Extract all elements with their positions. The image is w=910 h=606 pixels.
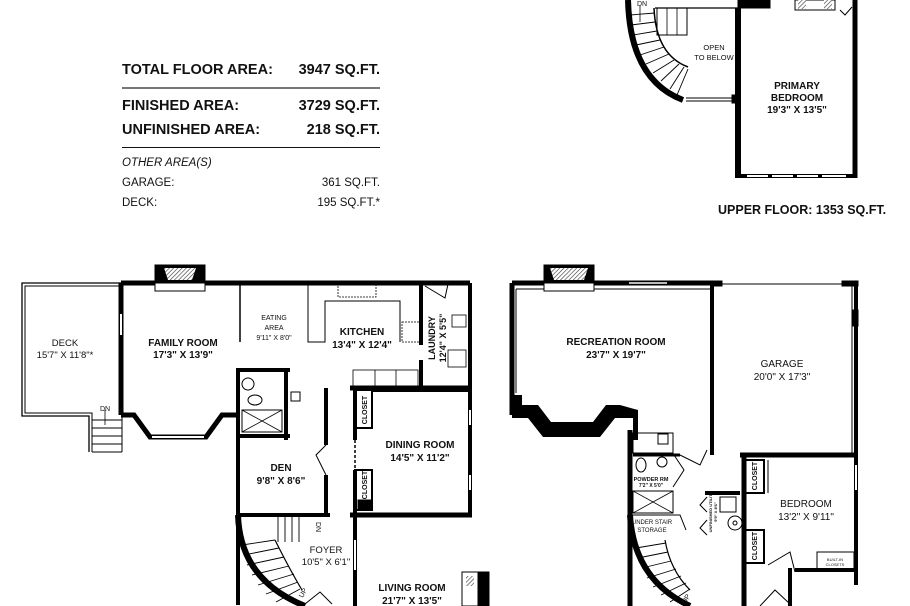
kitchen-label: KITCHEN [340,327,384,338]
lower-stair-up: UP [681,593,692,605]
laundry-label: LAUNDRY [427,316,437,360]
built-in-closets-label: BUILT-IN CLOSETS [554,412,590,417]
open-to-below-line1: OPEN [703,43,724,52]
bedroom-label: BEDROOM [780,499,832,510]
eating-area-line2: AREA [264,325,283,332]
den-label: DEN [270,463,291,474]
utility-line1: UNFINISHED UTILITY [708,491,713,532]
divider [122,87,380,89]
garage-label: GARAGE [761,359,804,370]
main-floor-plan [21,264,490,606]
open-to-below-line2: TO BELOW [694,53,734,62]
primary-bedroom-line2: BEDROOM [771,93,823,104]
built-in-closets-2-line2: CLOSETS [826,562,845,567]
lower-closet-label-2: CLOSET [752,531,759,560]
deck-stair [92,410,123,453]
foyer-stair-dn: DN [314,522,321,532]
laundry-dims: 12'4" X 5'5" [438,314,448,363]
finished-area-value: 3729 SQ.FT. [298,98,380,114]
garage-dims: 20'0" X 17'3" [754,372,811,383]
unfinished-area-label: UNFINISHED AREA: [122,122,261,138]
primary-bedroom-dims: 19'3" X 13'5" [767,105,827,116]
upper-floor-label: UPPER FLOOR: 1353 SQ.FT. [718,203,887,217]
total-area-value: 3947 SQ.FT. [298,62,380,78]
under-stair-line1: UNDER STAIR [632,520,673,526]
deck-area-value: 195 SQ.FT.* [317,197,380,209]
powder-room-label: POWDER RM [634,477,669,483]
dining-room-label: DINING ROOM [386,440,455,451]
finished-area-row: FINISHED AREA: 3729 SQ.FT. [122,94,380,118]
deck-area-row: DECK: 195 SQ.FT.* [122,193,380,213]
kitchen-dims: 13'4" X 12'4" [332,340,392,351]
deck-area-label: DECK: [122,197,158,209]
garage-area-label: GARAGE: [122,177,175,189]
unfinished-area-value: 218 SQ.FT. [306,122,380,138]
area-summary: TOTAL FLOOR AREA: 3947 SQ.FT. FINISHED A… [122,58,380,213]
primary-bedroom-line1: PRIMARY [774,81,820,92]
family-room-dims: 17'3" X 13'9" [153,350,213,361]
under-stair-line2: STORAGE [637,528,666,534]
deck-label: DECK [52,338,79,349]
lower-closet-label-1: CLOSET [752,461,759,490]
bedroom-dims: 13'2" X 9'11" [778,512,834,523]
deck-dims: 15'7" X 11'8"* [37,350,94,361]
foyer-stair [241,515,301,603]
closet-label-2: CLOSET [362,470,369,499]
foyer-stair-up: UP [298,587,309,599]
recreation-room-dims: 23'7" X 19'7" [586,350,646,361]
closet-label-1: CLOSET [362,395,369,424]
finished-area-label: FINISHED AREA: [122,98,240,114]
garage-area-value: 361 SQ.FT. [321,177,380,189]
powder-room-dims: 7'2" X 5'0" [639,483,664,489]
dining-room-dims: 14'5" X 11'2" [390,453,450,464]
built-in-closets-2-line1: BUILT-IN [827,557,843,562]
living-room-dims: 21'7" X 13'5" [382,596,442,606]
foyer-label: FOYER [310,545,343,556]
curved-stair [629,12,689,96]
foyer-dims: 10'5" X 6'1" [302,557,350,568]
deck-stair-dn: DN [100,406,110,413]
living-room-label: LIVING ROOM [378,583,445,594]
unfinished-area-row: UNFINISHED AREA: 218 SQ.FT. [122,118,380,142]
total-floor-area-row: TOTAL FLOOR AREA: 3947 SQ.FT. [122,58,380,82]
eating-area-dims: 9'11" X 8'0" [256,335,292,342]
family-room-label: FAMILY ROOM [148,338,217,349]
divider [122,147,380,148]
lower-floor-plan [509,264,859,606]
eating-area-line1: EATING [261,315,287,322]
garage-area-row: GARAGE: 361 SQ.FT. [122,173,380,193]
upper-stair-dn: DN [637,1,647,8]
den-dims: 9'8" X 8'6" [257,476,306,487]
other-areas-heading: OTHER AREA(S) [122,157,212,169]
utility-line2: 9'9" X 8'6" [713,502,718,522]
recreation-room-label: RECREATION ROOM [566,337,665,348]
total-area-label: TOTAL FLOOR AREA: [122,62,273,78]
lower-stair [635,542,691,603]
upper-floor-plan [625,0,858,178]
